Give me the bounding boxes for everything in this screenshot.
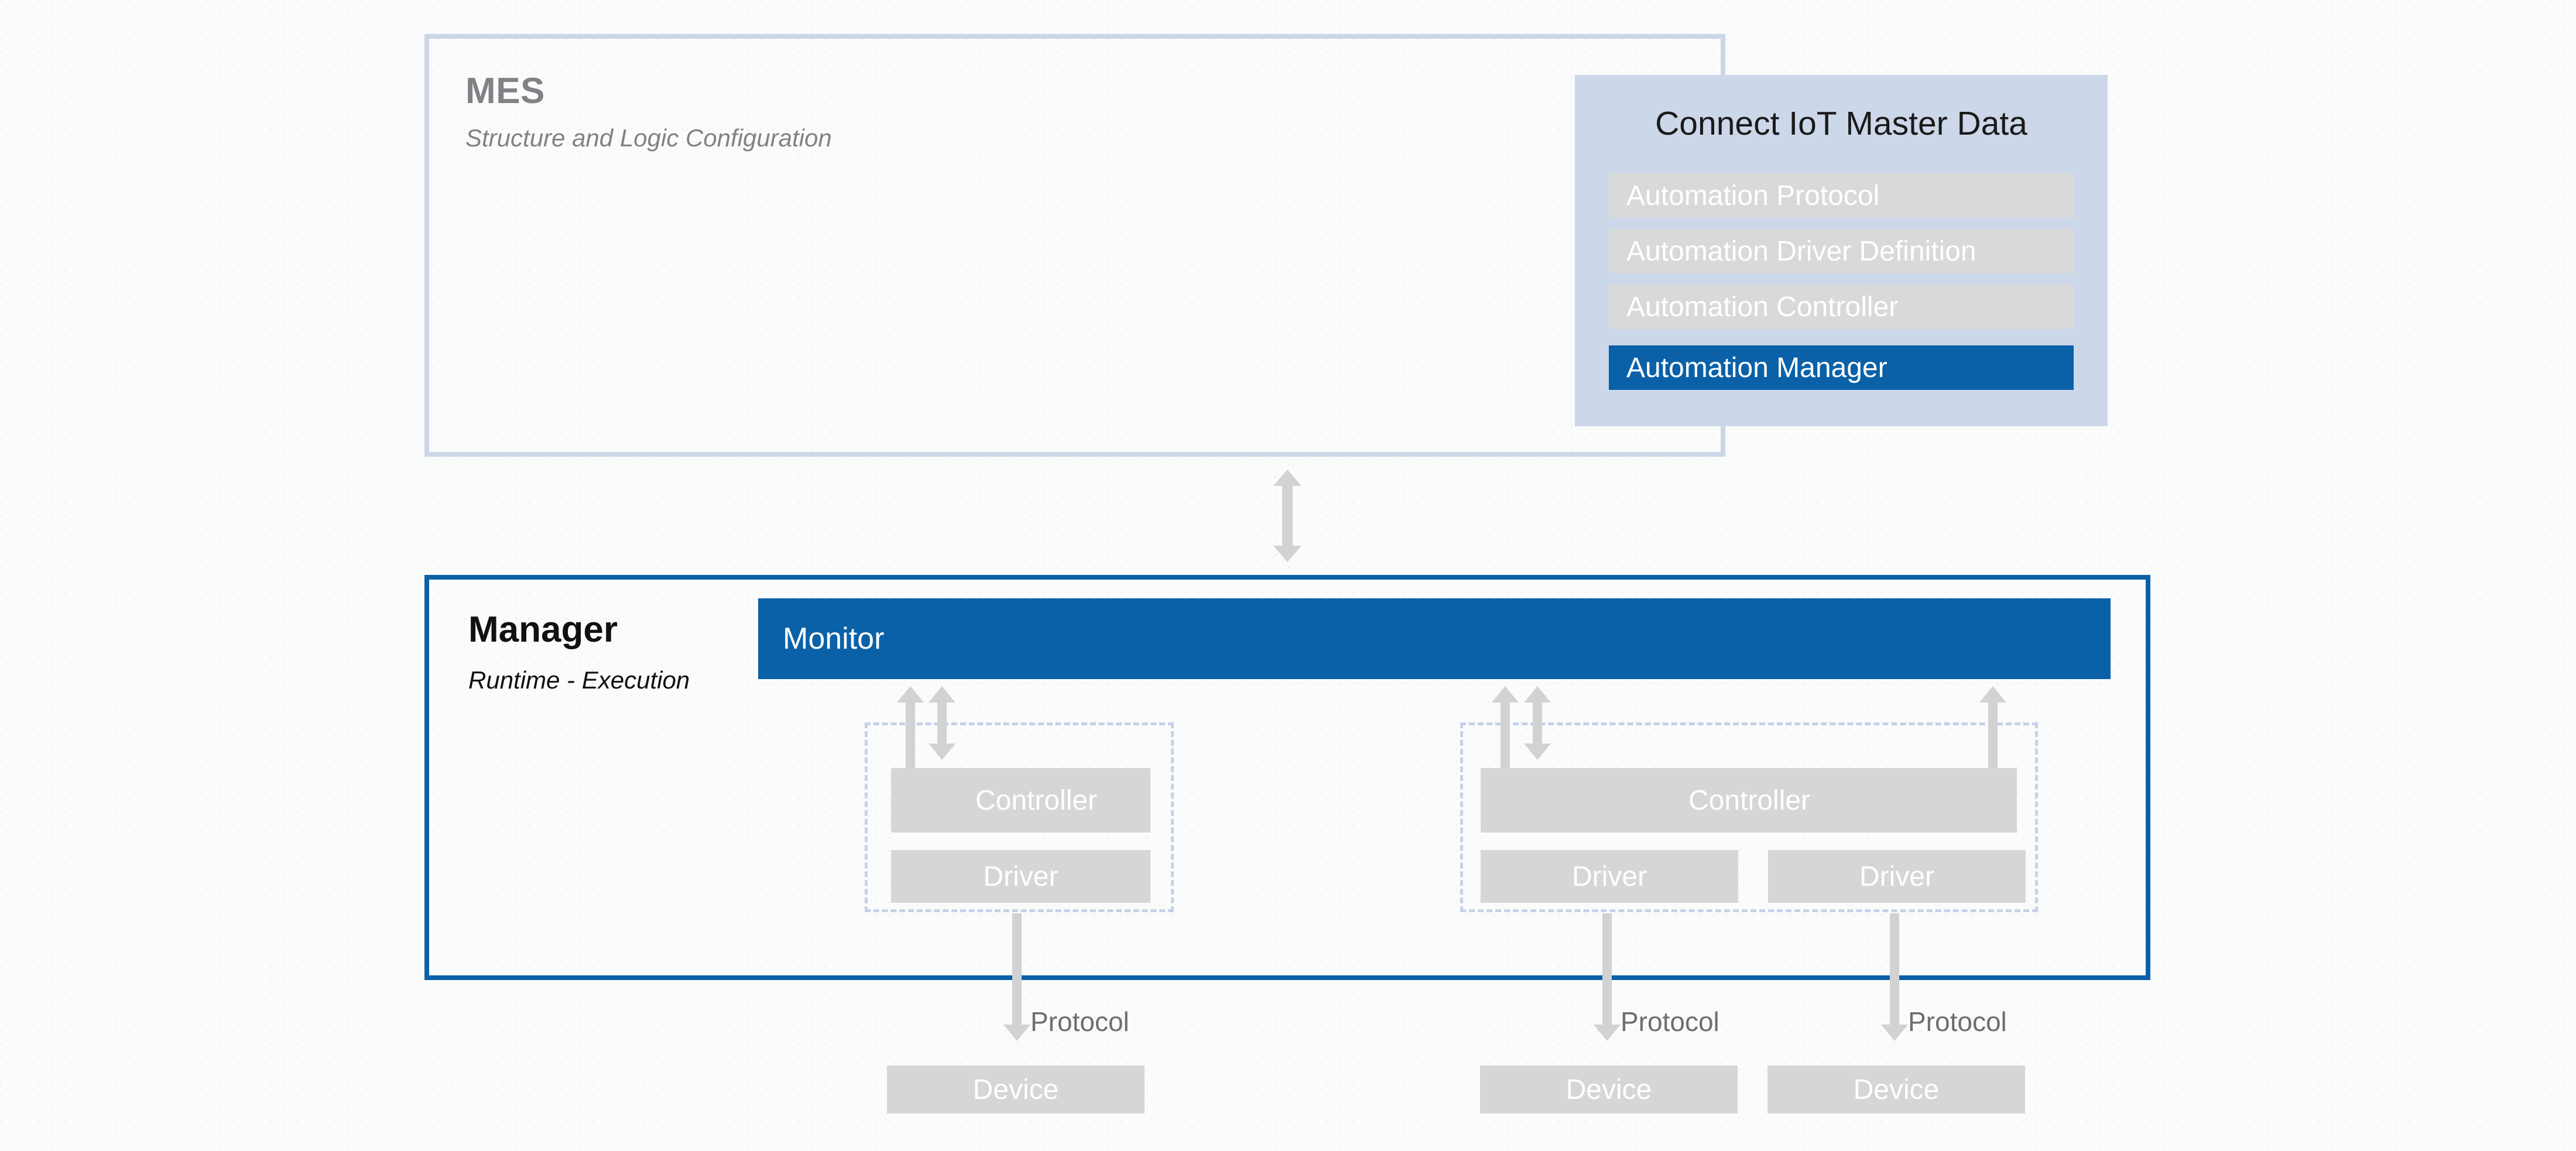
device-2[interactable]: Device <box>1480 1066 1738 1114</box>
controller-left[interactable]: Controller <box>922 768 1150 833</box>
manager-container <box>424 575 2150 980</box>
master-data-item-automation-manager[interactable]: Automation Manager <box>1609 345 2074 390</box>
device-1[interactable]: Device <box>887 1066 1145 1114</box>
driver-right-1[interactable]: Driver <box>1481 850 1738 903</box>
device-3[interactable]: Device <box>1767 1066 2025 1114</box>
connect-iot-master-data-panel: Connect IoT Master Data Automation Proto… <box>1575 75 2108 426</box>
master-data-item-automation-protocol[interactable]: Automation Protocol <box>1609 173 2074 218</box>
group-left-dashed-boundary <box>865 722 1174 912</box>
manager-title: Manager <box>468 609 618 650</box>
protocol-label-2: Protocol <box>1621 1006 1719 1037</box>
mes-container <box>424 34 1725 457</box>
master-data-item-automation-controller[interactable]: Automation Controller <box>1609 285 2074 329</box>
driver-left-1[interactable]: Driver <box>891 850 1150 903</box>
monitor-bar[interactable]: Monitor <box>758 598 2111 679</box>
group-right-dashed-boundary <box>1460 722 2038 912</box>
master-data-title: Connect IoT Master Data <box>1655 105 2027 142</box>
manager-subtitle: Runtime - Execution <box>468 666 690 694</box>
controller-right[interactable]: Controller <box>1509 768 1989 833</box>
mes-title: MES <box>465 71 545 111</box>
master-data-item-automation-driver-definition[interactable]: Automation Driver Definition <box>1609 229 2074 273</box>
monitor-label: Monitor <box>783 622 885 656</box>
protocol-label-1: Protocol <box>1030 1006 1129 1037</box>
protocol-label-3: Protocol <box>1908 1006 2007 1037</box>
mes-subtitle: Structure and Logic Configuration <box>465 124 832 152</box>
driver-right-2[interactable]: Driver <box>1768 850 2026 903</box>
